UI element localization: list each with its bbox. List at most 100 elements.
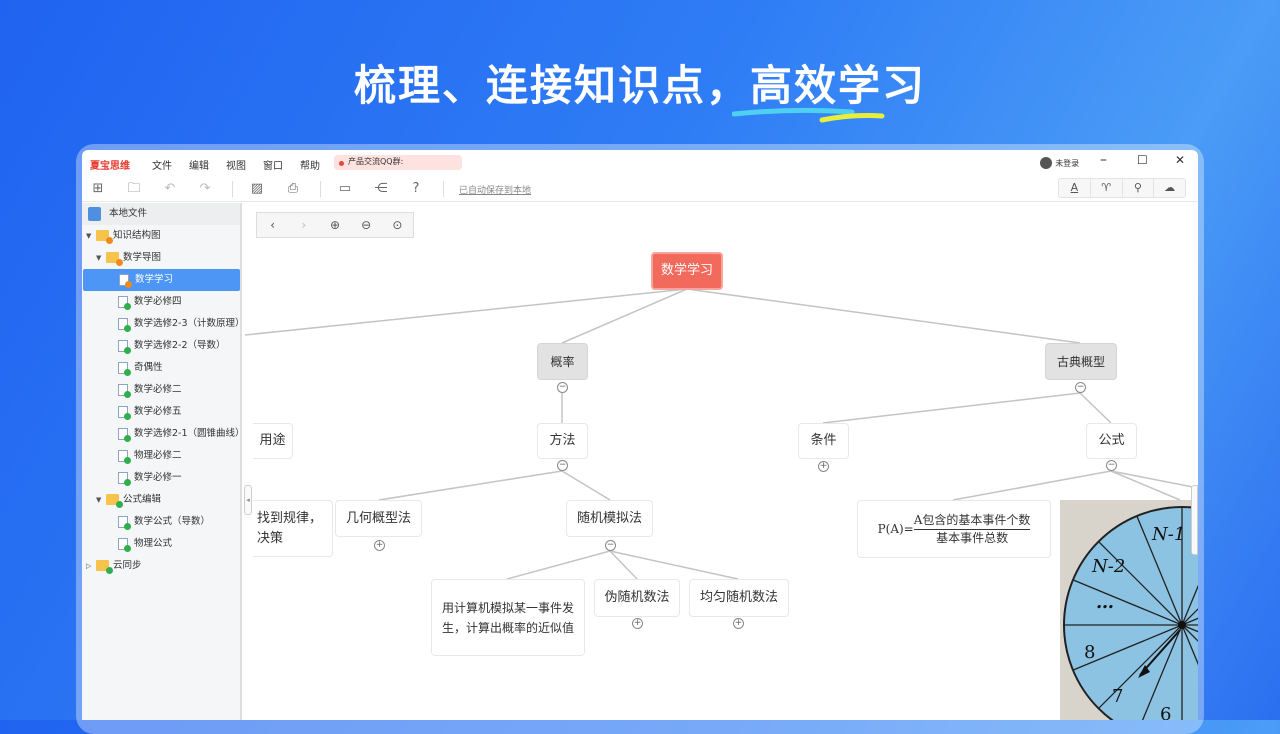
sidebar-local-files[interactable]: 本地文件 bbox=[82, 203, 240, 225]
menu-help[interactable]: 帮助 bbox=[300, 161, 320, 172]
collapse-icon[interactable]: − bbox=[1106, 460, 1117, 471]
expand-icon[interactable]: + bbox=[818, 461, 829, 472]
document-icon bbox=[118, 449, 131, 464]
toolbar: ⊞ 🗀 ↶ ↷ ▨ ⎙ ▭ ⋲ ? 已自动保存到本地 A ♈ ⚲ ☁ bbox=[82, 176, 1198, 202]
node-suiji[interactable]: 随机模拟法 bbox=[566, 500, 653, 537]
node-gailv[interactable]: 概率 bbox=[537, 343, 588, 380]
wheel-label: 8 bbox=[1084, 642, 1095, 663]
sidebar-item[interactable]: 奇偶性 bbox=[82, 357, 240, 379]
sidebar-item[interactable]: 数学选修2-2（导数） bbox=[82, 335, 240, 357]
sidebar-item[interactable]: ▷云同步 bbox=[82, 555, 240, 577]
expand-icon[interactable]: + bbox=[374, 540, 385, 551]
node-fangfa[interactable]: 方法 bbox=[537, 423, 588, 459]
autosave-status[interactable]: 已自动保存到本地 bbox=[459, 186, 532, 196]
formula-lhs: P(A)= bbox=[877, 522, 914, 536]
node-gudian[interactable]: 古典概型 bbox=[1045, 343, 1117, 380]
node-junyun[interactable]: 均匀随机数法 bbox=[689, 579, 789, 617]
node-root[interactable]: 数学学习 bbox=[651, 252, 723, 290]
sidebar-item[interactable]: 物理必修二 bbox=[82, 445, 240, 467]
chevron-down-icon[interactable]: ▼ bbox=[86, 232, 92, 240]
menu-edit[interactable]: 编辑 bbox=[189, 161, 209, 172]
expand-icon[interactable]: + bbox=[733, 618, 744, 629]
text-style-icon[interactable]: A bbox=[1059, 179, 1091, 197]
right-panel-handle[interactable] bbox=[1191, 485, 1198, 555]
chevron-down-icon[interactable]: ▼ bbox=[96, 496, 102, 504]
help-icon[interactable]: ? bbox=[412, 181, 420, 196]
menu-file[interactable]: 文件 bbox=[152, 161, 172, 172]
sidebar-item[interactable]: ▼ 数学导图 bbox=[82, 247, 240, 269]
app-logo: 夏宝思维 bbox=[90, 161, 130, 172]
collapse-icon[interactable]: − bbox=[1075, 382, 1086, 393]
wheel-spoke bbox=[1098, 624, 1183, 709]
local-files-icon bbox=[88, 206, 101, 221]
spinner-wheel-image[interactable]: N-1 N-2 … 8 7 6 bbox=[1060, 500, 1198, 720]
sidebar-item[interactable]: 物理公式 bbox=[82, 533, 240, 555]
collapse-icon[interactable]: − bbox=[557, 382, 568, 393]
sidebar-item-label: 公式编辑 bbox=[123, 494, 162, 505]
sidebar-item[interactable]: 数学学习 bbox=[83, 269, 240, 291]
node-guilv[interactable]: 找到规律，决策 bbox=[253, 500, 333, 557]
sidebar-item[interactable]: 数学必修二 bbox=[82, 379, 240, 401]
node-gongshi[interactable]: 公式 bbox=[1086, 423, 1137, 459]
comment-icon[interactable]: ▭ bbox=[338, 181, 352, 196]
share-icon[interactable]: ⋲ bbox=[374, 181, 388, 196]
sidebar-item[interactable]: 数学选修2-3（计数原理） bbox=[82, 313, 245, 335]
node-yongtu[interactable]: 用途 bbox=[253, 423, 293, 459]
titlebar: 夏宝思维 文件 编辑 视图 窗口 帮助 产品交流QQ群: 未登录 – ☐ ✕ bbox=[82, 150, 1198, 176]
new-file-icon[interactable]: ⊞ bbox=[92, 181, 104, 196]
node-text: 找到规律， bbox=[257, 510, 323, 526]
maximize-button[interactable]: ☐ bbox=[1137, 153, 1148, 167]
sidebar-item-label: 知识结构图 bbox=[113, 230, 161, 241]
sidebar-root-label: 本地文件 bbox=[109, 208, 148, 219]
new-folder-icon[interactable]: 🗀 bbox=[127, 181, 141, 196]
node-wei[interactable]: 伪随机数法 bbox=[594, 579, 680, 617]
collapse-icon[interactable]: − bbox=[605, 540, 616, 551]
qq-group-banner[interactable]: 产品交流QQ群: bbox=[334, 155, 462, 170]
chevron-right-icon[interactable]: ▷ bbox=[86, 562, 92, 570]
theme-icon[interactable]: ♈ bbox=[1091, 179, 1123, 197]
left-collapse-handle[interactable]: ◂ bbox=[244, 485, 252, 515]
node-jihe[interactable]: 几何概型法 bbox=[335, 500, 422, 537]
document-icon bbox=[119, 273, 132, 288]
print-icon[interactable]: ⎙ bbox=[287, 181, 299, 196]
wheel-spoke bbox=[1098, 541, 1183, 626]
document-icon bbox=[118, 515, 131, 530]
sidebar-item[interactable]: ▼ 知识结构图 bbox=[82, 225, 240, 247]
node-tiaojian[interactable]: 条件 bbox=[798, 423, 849, 459]
back-icon[interactable]: ‹ bbox=[270, 218, 275, 232]
login-label: 未登录 bbox=[1055, 159, 1080, 168]
sidebar-item[interactable]: 数学选修2-1（圆锥曲线） bbox=[82, 423, 245, 445]
close-button[interactable]: ✕ bbox=[1175, 153, 1186, 167]
expand-icon[interactable]: + bbox=[632, 618, 643, 629]
sidebar-item-label: 数学导图 bbox=[123, 252, 162, 263]
zoom-in-icon[interactable]: ⊕ bbox=[329, 218, 341, 232]
undo-icon[interactable]: ↶ bbox=[164, 181, 176, 196]
redo-icon[interactable]: ↷ bbox=[199, 181, 211, 196]
login-button[interactable]: 未登录 bbox=[1040, 157, 1079, 169]
zoom-out-icon[interactable]: ⊖ bbox=[361, 218, 372, 232]
node-formula[interactable]: P(A)=A包含的基本事件个数基本事件总数 bbox=[857, 500, 1051, 558]
image-icon[interactable]: ▨ bbox=[250, 181, 264, 196]
menu-view[interactable]: 视图 bbox=[226, 161, 246, 172]
sidebar-item[interactable]: 数学公式（导数） bbox=[82, 511, 240, 533]
collapse-icon[interactable]: − bbox=[557, 460, 568, 471]
search-icon[interactable]: ⚲ bbox=[1123, 179, 1155, 197]
menu-window[interactable]: 窗口 bbox=[263, 161, 283, 172]
formula-numerator: A包含的基本事件个数 bbox=[913, 512, 1031, 530]
minimize-button[interactable]: – bbox=[1100, 152, 1107, 168]
sidebar-item-label: 数学必修一 bbox=[134, 472, 182, 483]
chevron-down-icon[interactable]: ▼ bbox=[96, 254, 102, 262]
wheel-label: N-2 bbox=[1091, 556, 1125, 577]
sidebar-item[interactable]: 数学必修一 bbox=[82, 467, 240, 489]
sidebar-item[interactable]: ▼ 公式编辑 bbox=[82, 489, 240, 511]
node-jisuanji[interactable]: 用计算机模拟某一事件发生，计算出概率的近似值 bbox=[431, 579, 585, 656]
forward-icon[interactable]: › bbox=[301, 218, 307, 232]
sidebar-item-label: 数学学习 bbox=[135, 274, 174, 285]
headline: 梳理、连接知识点，高效学习 bbox=[0, 52, 1280, 113]
sidebar-item[interactable]: 数学必修五 bbox=[82, 401, 240, 423]
sidebar-item-label: 数学公式（导数） bbox=[134, 516, 211, 527]
sidebar-item[interactable]: 数学必修四 bbox=[82, 291, 240, 313]
zoom-fit-icon[interactable]: ⊙ bbox=[392, 218, 403, 232]
cloud-icon[interactable]: ☁ bbox=[1164, 181, 1176, 194]
sidebar-item-label: 奇偶性 bbox=[134, 362, 163, 373]
